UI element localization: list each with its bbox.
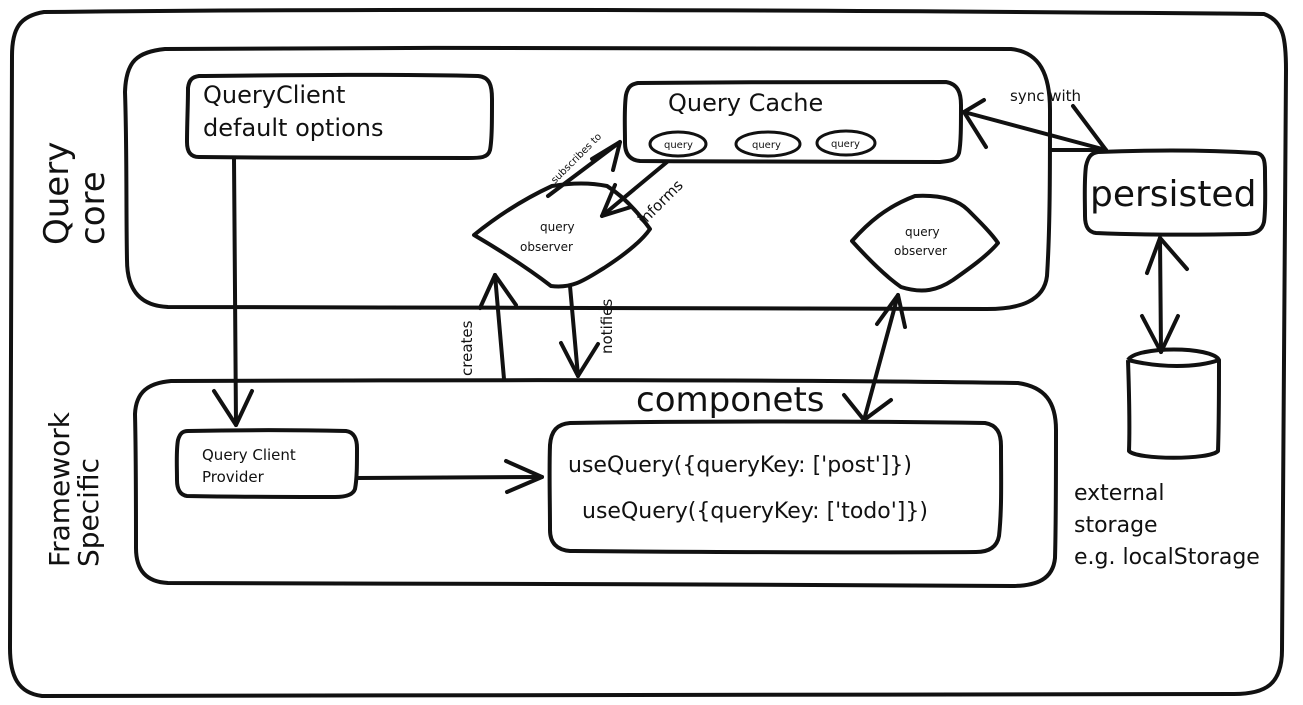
cache-query-ellipse-2	[734, 130, 802, 158]
query-client-provider-line2: Provider	[202, 468, 265, 486]
arrow-observer-to-cache-head	[590, 140, 622, 172]
query-observer-right-line2: observer	[894, 244, 947, 258]
persisted-box	[1082, 148, 1268, 237]
framework-specific-label-line2: Specific	[72, 458, 105, 567]
query-cache-query-label-1: query	[664, 140, 693, 151]
arrow-provider-to-use-query-head	[504, 459, 544, 494]
arrow-cache-to-persisted-right-head	[1049, 104, 1108, 152]
arrow-components-to-observer	[493, 273, 506, 381]
arrow-default-options-to-provider	[232, 156, 238, 427]
cache-query-ellipse-3	[815, 129, 877, 157]
query-client-default-box	[185, 72, 494, 160]
persisted-label: persisted	[1090, 174, 1256, 215]
arrow-right-observer-to-use-query-top-head	[875, 293, 907, 329]
arrow-label-creates: creates	[458, 320, 476, 376]
arrow-right-observer-to-use-query-bottom-head	[842, 393, 893, 422]
query-client-provider-line1: Query Client	[202, 446, 296, 464]
query-client-provider-box	[174, 428, 359, 499]
query-core-region	[123, 45, 1052, 311]
framework-specific-label-line1: Framework	[43, 411, 76, 567]
query-observer-right-line1: query	[905, 225, 940, 239]
arrow-provider-to-use-query	[355, 475, 544, 480]
arrow-components-to-observer-head	[478, 273, 518, 310]
components-title: componets	[636, 380, 825, 420]
arrow-observer-to-components-head	[559, 341, 600, 378]
external-storage-cylinder	[1126, 347, 1221, 460]
arrow-cache-to-observer-head	[600, 183, 633, 218]
external-storage-cylinder-top	[1127, 358, 1220, 368]
outer-frame	[8, 7, 1288, 698]
arrow-label-notifies: notifies	[598, 299, 616, 354]
use-query-post: useQuery({queryKey: ['post']})	[568, 453, 912, 478]
cache-query-ellipse-1	[648, 130, 708, 158]
query-core-label-line1: Query	[37, 142, 77, 245]
query-observer-left-line2: observer	[520, 240, 573, 254]
query-core-label-line2: core	[73, 171, 113, 245]
query-cache-query-label-2: query	[752, 140, 781, 151]
external-storage-line2: storage	[1074, 513, 1158, 538]
use-query-todo: useQuery({queryKey: ['todo']})	[582, 499, 928, 524]
query-cache-box	[622, 80, 963, 164]
query-observer-left-line1: query	[540, 220, 575, 234]
arrow-persisted-to-storage-top-head	[1145, 236, 1189, 275]
external-storage-line1: external	[1074, 481, 1165, 506]
use-query-box	[547, 419, 1004, 555]
arrow-cache-to-persisted-left-head	[962, 98, 988, 149]
arrow-right-observer-to-use-query	[862, 293, 900, 422]
external-storage-line3: e.g. localStorage	[1074, 545, 1260, 570]
query-cache-query-label-3: query	[831, 139, 860, 150]
query-cache-title: Query Cache	[668, 89, 823, 117]
framework-specific-region	[133, 378, 1058, 588]
arrow-cache-to-persisted	[962, 110, 1108, 152]
query-client-default-line1: QueryClient	[203, 81, 345, 109]
arrow-label-sync-with: sync with	[1010, 87, 1081, 105]
arrow-persisted-to-storage-bottom-head	[1140, 314, 1180, 354]
query-client-default-line2: default options	[203, 114, 383, 142]
query-observer-diamond-right	[850, 193, 1000, 293]
query-observer-diamond-left	[472, 181, 652, 289]
arrow-default-options-to-provider-head	[212, 389, 254, 427]
arrow-cache-to-observer	[600, 160, 669, 218]
arrow-persisted-to-storage	[1158, 236, 1163, 354]
arrow-observer-to-components	[568, 284, 580, 378]
